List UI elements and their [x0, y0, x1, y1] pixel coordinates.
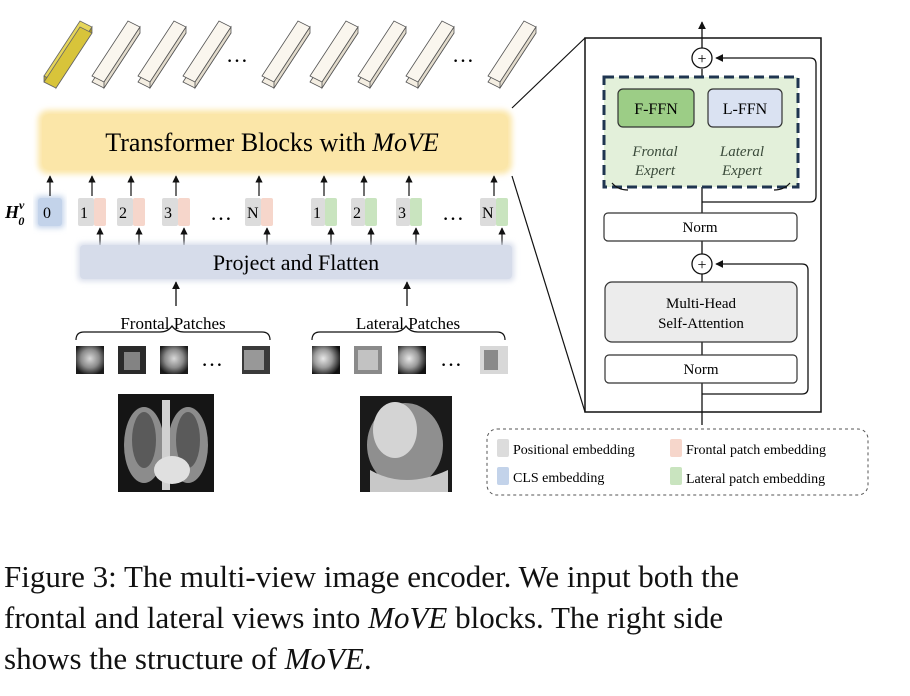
frontal-patches-group: Frontal Patches [75, 314, 271, 341]
l-ffn-label: L-FFN [723, 101, 768, 118]
add-bottom-circle [691, 253, 713, 275]
frontal-patch [160, 346, 188, 374]
norm-top-label: Norm [683, 220, 718, 236]
output-token-bars: … … [43, 20, 537, 90]
output-ellipsis-2: … [452, 42, 474, 67]
transformer-blocks: Transformer Blocks with MoVE [38, 110, 512, 174]
caption-line-2: frontal and lateral views into MoVE bloc… [4, 600, 724, 635]
output-bar [261, 20, 311, 90]
token-cls: 0 [36, 196, 64, 228]
svg-text:2: 2 [119, 205, 127, 222]
output-bar-cls [43, 20, 93, 90]
svg-text:1: 1 [80, 205, 88, 222]
output-bar [487, 20, 537, 90]
token-frontal-3: 3 [162, 198, 190, 226]
svg-text:Lateral patch embedding: Lateral patch embedding [686, 472, 825, 487]
svg-text:Positional embedding: Positional embedding [513, 443, 635, 458]
output-bar [405, 20, 455, 90]
output-bar [309, 20, 359, 90]
token-up-arrows [46, 175, 498, 196]
frontal-brace [75, 324, 271, 341]
token-lateral-n: N [480, 198, 508, 226]
svg-text:Frontal patch embedding: Frontal patch embedding [686, 443, 826, 458]
token-row: 0 1 2 3 … N 1 [36, 196, 508, 228]
f-ffn-box: F-FFN [617, 88, 695, 128]
frontal-xray-image [118, 394, 214, 492]
caption-line-1: Figure 3: The multi-view image encoder. … [4, 559, 740, 594]
frontal-patch-thumbnails: … [76, 346, 270, 374]
token-ellipsis-frontal: … [210, 200, 232, 225]
svg-text:0: 0 [43, 205, 51, 222]
svg-text:N: N [247, 205, 259, 222]
residual-bottom-path [702, 260, 809, 395]
svg-text:3: 3 [398, 205, 406, 222]
output-ellipsis-1: … [226, 42, 248, 67]
zoom-line-top [511, 37, 586, 109]
svg-text:CLS embedding: CLS embedding [513, 471, 604, 486]
lateral-patches-group: Lateral Patches [311, 314, 506, 341]
zoom-line-bottom [511, 175, 586, 413]
svg-text:3: 3 [164, 205, 172, 222]
token-frontal-n: N [245, 198, 273, 226]
output-bar [357, 20, 407, 90]
output-bar [137, 20, 187, 90]
project-to-token-arrows [96, 227, 506, 245]
lateral-patch [312, 346, 340, 374]
lateral-patch [398, 346, 426, 374]
token-lateral-2: 2 [351, 198, 377, 226]
legend-cls: CLS embedding [497, 467, 604, 486]
residual-top-path [702, 54, 817, 203]
add-top-plus: + [697, 51, 706, 68]
add-bottom-plus: + [697, 257, 706, 274]
lateral-patch-ellipsis: … [440, 346, 462, 371]
lateral-patches-label: Lateral Patches [356, 314, 460, 333]
frontal-patch [76, 346, 104, 374]
token-frontal-1: 1 [78, 198, 106, 226]
f-ffn-label: F-FFN [634, 101, 678, 118]
lateral-xray-image [360, 396, 452, 492]
frontal-patches-label: Frontal Patches [120, 314, 225, 333]
lateral-brace [311, 324, 506, 341]
token-lateral-1: 1 [311, 198, 337, 226]
token-ellipsis-lateral: … [442, 200, 464, 225]
add-top-circle [691, 47, 713, 69]
lateral-patch-thumbnails: … [312, 346, 508, 374]
legend: Positional embedding Frontal patch embed… [486, 428, 869, 496]
token-frontal-2: 2 [117, 198, 145, 226]
legend-lateral: Lateral patch embedding [670, 467, 825, 487]
legend-positional: Positional embedding [497, 439, 635, 458]
svg-text:2: 2 [353, 205, 361, 222]
norm-bottom-label: Norm [684, 362, 719, 378]
project-label: Project and Flatten [213, 250, 379, 275]
norm-bottom-box: Norm [604, 354, 798, 384]
svg-text:N: N [482, 205, 494, 222]
figure-caption: Figure 3: The multi-view image encoder. … [4, 556, 904, 679]
diagram-canvas: … … Transformer B [4, 20, 869, 496]
l-ffn-box: L-FFN [707, 88, 783, 128]
svg-text:1: 1 [313, 205, 321, 222]
transformer-label: Transformer Blocks with MoVE [105, 128, 439, 157]
caption-line-3: shows the structure of MoVE. [4, 641, 372, 676]
project-flatten-block: Project and Flatten [78, 243, 514, 281]
frontal-patch-ellipsis: … [201, 346, 223, 371]
norm-top-box: Norm [603, 212, 798, 242]
token-lateral-3: 3 [396, 198, 422, 226]
output-bar [182, 20, 232, 90]
legend-frontal: Frontal patch embedding [670, 439, 826, 458]
output-bar [91, 20, 141, 90]
